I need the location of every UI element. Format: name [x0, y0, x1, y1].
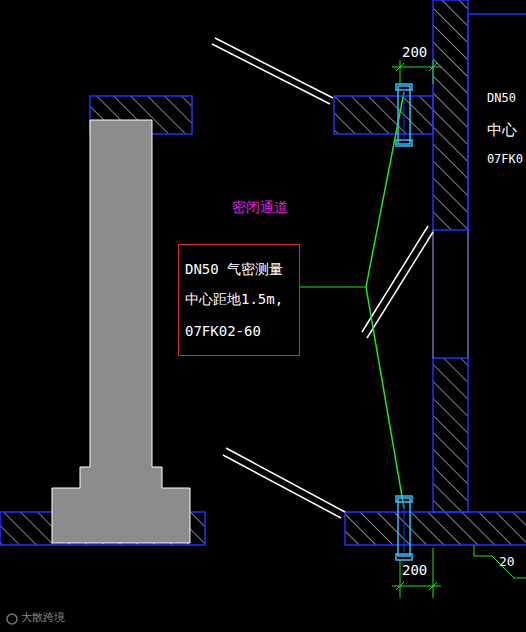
callout-text: DN50: [487, 92, 516, 105]
watermark: 大散跨境: [21, 612, 65, 624]
callout-box: DN50 气密测量中心距地1.5m, 07FK02-60: [178, 244, 300, 356]
dimension: 20: [499, 555, 515, 569]
gas-test-pipe: [366, 92, 404, 508]
concrete-wall: [0, 0, 526, 545]
column-footing: [52, 120, 190, 543]
pipe-fitting: [396, 84, 412, 560]
dimension: 200: [402, 563, 427, 578]
callout-text: 07FK02-60: [185, 323, 261, 340]
callout-text: 中心距地1.5m,: [185, 291, 283, 308]
dimension-line: [392, 60, 526, 598]
dimension: 200: [402, 45, 427, 60]
door-leaf: [212, 38, 433, 518]
watermark-icon: [7, 614, 17, 624]
leader-line: [300, 287, 366, 288]
callout-text: DN50 气密测量: [185, 261, 283, 278]
callout-text: 07FK0: [487, 153, 523, 166]
room-name: 密闭通道: [232, 200, 288, 215]
callout-text: 中心: [487, 122, 517, 139]
